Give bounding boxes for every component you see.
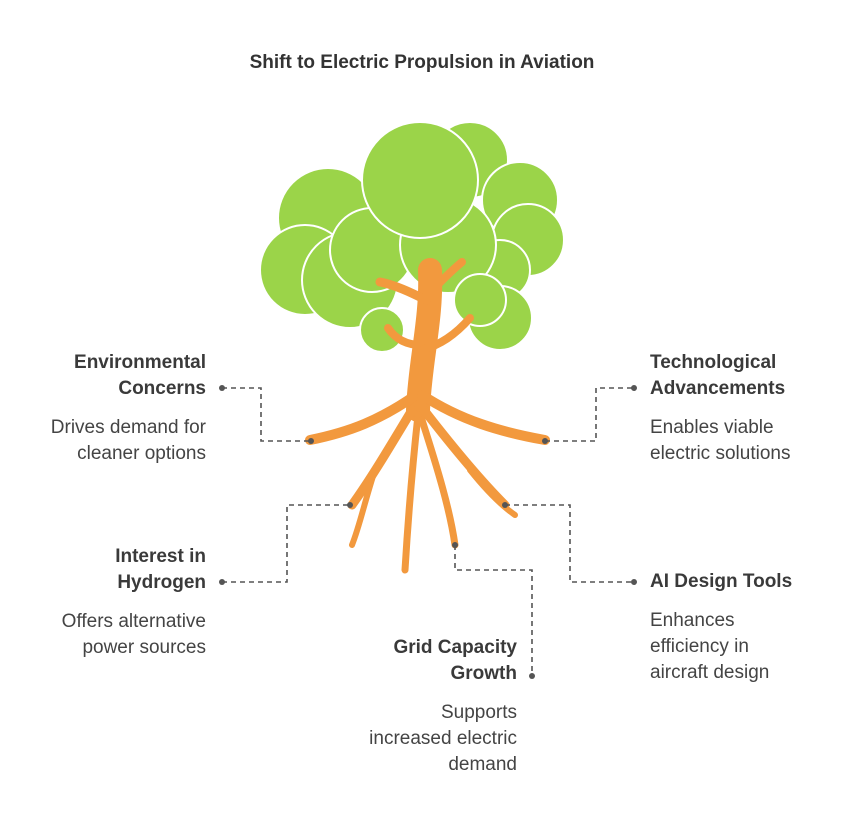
connector-technological <box>545 387 634 442</box>
factor-hydrogen: Interest in Hydrogen Offers alternative … <box>0 544 206 661</box>
connector-environmental <box>222 387 311 442</box>
factor-grid: Grid Capacity Growth Supports increased … <box>297 635 517 778</box>
factor-description: Enhances efficiency in aircraft design <box>650 610 770 683</box>
connector-dots <box>219 385 637 679</box>
factor-heading: Technological Advancements <box>650 352 786 399</box>
connector-hydrogen <box>222 504 350 583</box>
tree-trunk-roots <box>305 258 550 574</box>
factor-heading: Environmental Concerns <box>74 352 206 399</box>
tree-foliage <box>259 121 565 353</box>
connector-grid <box>454 545 533 676</box>
factor-ai: AI Design Tools Enhances efficiency in a… <box>650 569 840 686</box>
connectors <box>222 387 634 676</box>
factor-technological: Technological Advancements Enables viabl… <box>650 350 840 467</box>
factor-environmental: Environmental Concerns Drives demand for… <box>0 350 206 467</box>
connector-ai <box>505 504 634 583</box>
factor-description: Supports increased electric demand <box>369 702 517 775</box>
factor-description: Drives demand for cleaner options <box>50 417 206 464</box>
factor-heading: Interest in Hydrogen <box>115 546 206 593</box>
factor-heading: Grid Capacity Growth <box>393 637 517 684</box>
diagram-title: Shift to Electric Propulsion in Aviation <box>249 52 595 73</box>
factor-heading: AI Design Tools <box>650 571 793 592</box>
factor-description: Enables viable electric solutions <box>650 417 791 464</box>
factor-description: Offers alternative power sources <box>61 611 206 658</box>
